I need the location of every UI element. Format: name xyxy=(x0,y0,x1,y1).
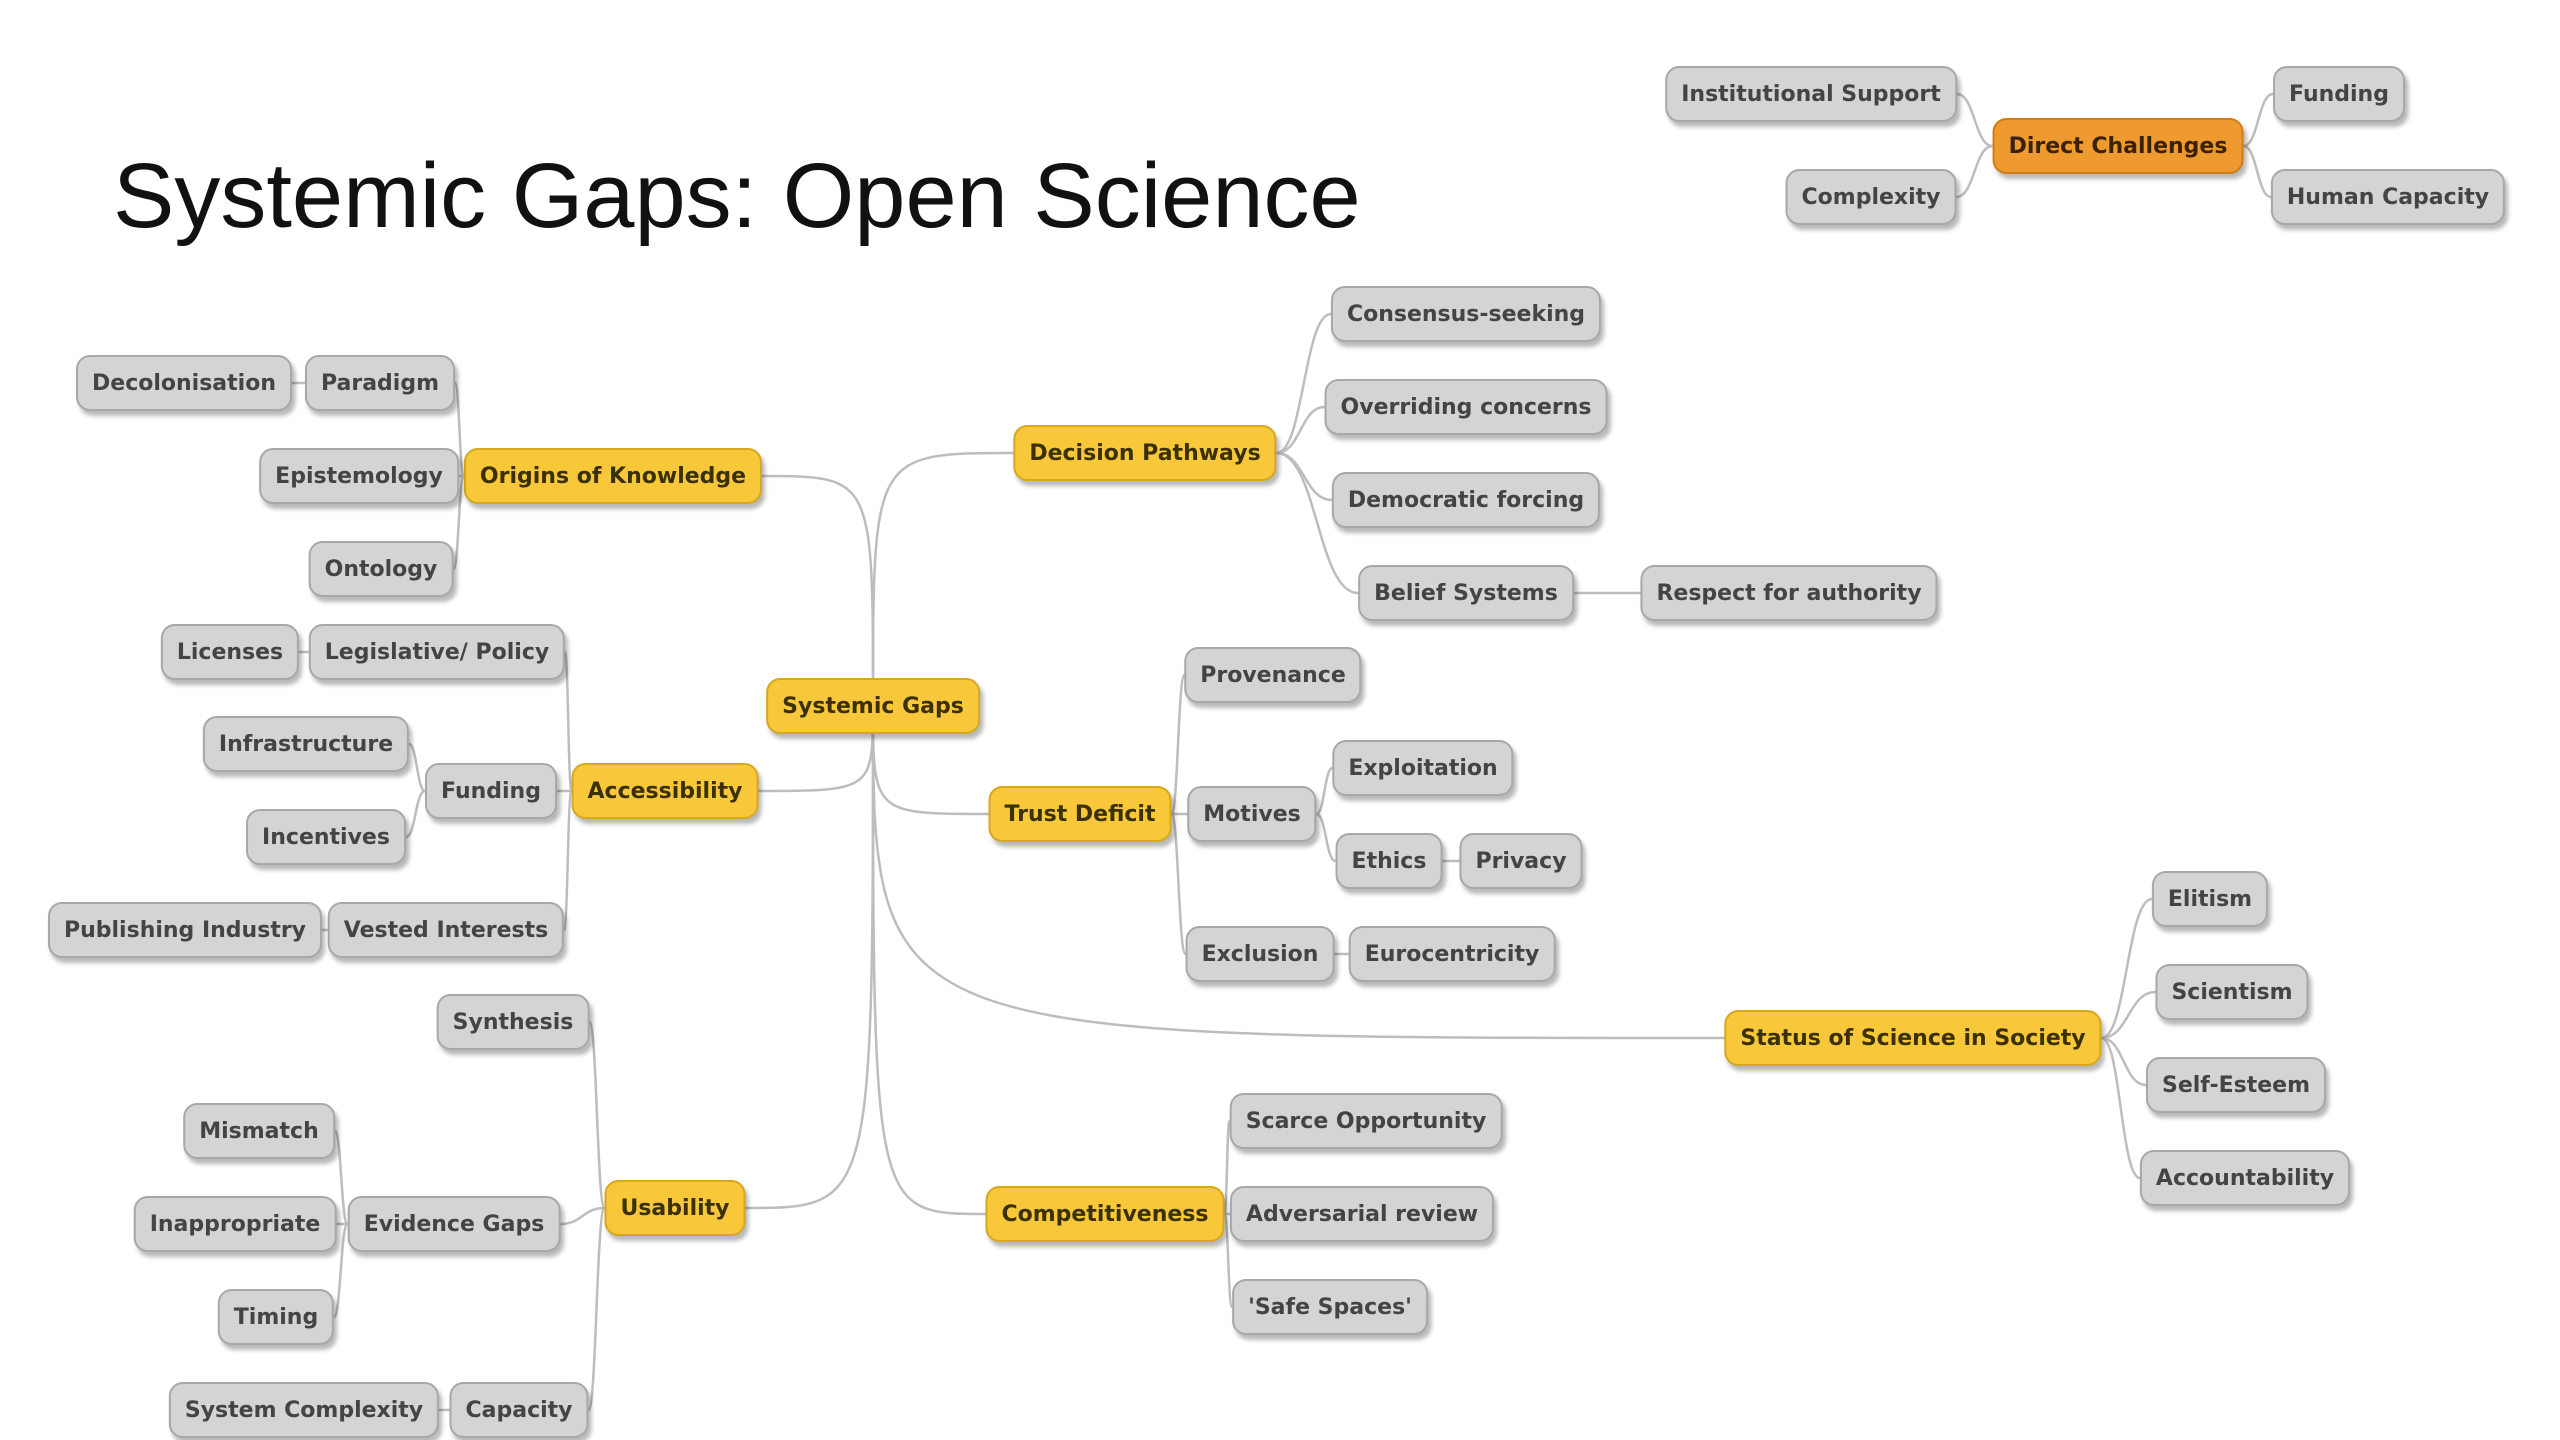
connector-line-15 xyxy=(563,650,573,793)
safe-spaces-node[interactable]: 'Safe Spaces' xyxy=(1232,1279,1428,1335)
exclusion-node[interactable]: Exclusion xyxy=(1185,926,1335,982)
complexity-node[interactable]: Complexity xyxy=(1785,169,1957,225)
connector-line-45 xyxy=(2101,990,2156,1040)
institutional-support-node[interactable]: Institutional Support xyxy=(1665,66,1957,122)
connector-line-6 xyxy=(745,703,875,1210)
overriding-concerns-node[interactable]: Overriding concerns xyxy=(1324,379,1608,435)
connector-line-2 xyxy=(2243,92,2274,148)
human-capacity-node[interactable]: Human Capacity xyxy=(2270,169,2506,225)
connector-line-26 xyxy=(332,1222,349,1319)
consensus-seeking-node[interactable]: Consensus-seeking xyxy=(1330,286,1602,342)
connector-line-27 xyxy=(587,1206,606,1412)
branch-accessibility[interactable]: Accessibility xyxy=(571,763,759,819)
connector-line-23 xyxy=(560,1206,605,1226)
motives-node[interactable]: Motives xyxy=(1187,786,1317,842)
connector-line-39 xyxy=(1170,812,1187,956)
connector-line-11 xyxy=(453,381,466,478)
connector-line-10 xyxy=(871,703,1725,1040)
eurocentricity-node[interactable]: Eurocentricity xyxy=(1348,926,1556,982)
elitism-node[interactable]: Elitism xyxy=(2151,871,2269,927)
inappropriate-node[interactable]: Inappropriate xyxy=(133,1196,337,1252)
democratic-forcing-node[interactable]: Democratic forcing xyxy=(1331,472,1601,528)
connector-line-1 xyxy=(1956,144,1993,199)
connector-line-30 xyxy=(1276,405,1325,455)
connector-line-29 xyxy=(1276,312,1332,455)
branch-origins-of-knowledge[interactable]: Origins of Knowledge xyxy=(463,448,763,504)
branch-status-of-science-in-society[interactable]: Status of Science in Society xyxy=(1724,1010,2102,1066)
connector-line-41 xyxy=(1223,1119,1231,1216)
connector-line-43 xyxy=(1223,1212,1234,1309)
connector-line-0 xyxy=(1956,92,1993,148)
connector-line-18 xyxy=(407,742,427,793)
connector-line-34 xyxy=(1170,673,1186,816)
connector-line-9 xyxy=(871,703,986,1216)
connector-line-31 xyxy=(1276,451,1333,502)
provenance-node[interactable]: Provenance xyxy=(1184,647,1362,703)
evidence-gaps-node[interactable]: Evidence Gaps xyxy=(347,1196,561,1252)
synthesis-node[interactable]: Synthesis xyxy=(436,994,590,1050)
branch-decision-pathways[interactable]: Decision Pathways xyxy=(1013,425,1277,481)
incentives-node[interactable]: Incentives xyxy=(246,809,406,865)
adversarial-review-node[interactable]: Adversarial review xyxy=(1229,1186,1495,1242)
vested-interests-node[interactable]: Vested Interests xyxy=(327,902,565,958)
paradigm-node[interactable]: Paradigm xyxy=(304,355,456,411)
belief-systems-node[interactable]: Belief Systems xyxy=(1358,565,1574,621)
connector-line-22 xyxy=(588,1020,606,1210)
publishing-industry-node[interactable]: Publishing Industry xyxy=(47,902,323,958)
system-complexity-node[interactable]: System Complexity xyxy=(168,1382,440,1438)
connector-line-44 xyxy=(2101,897,2153,1040)
connector-line-14 xyxy=(452,474,466,571)
branch-competitiveness[interactable]: Competitiveness xyxy=(985,1186,1225,1242)
connector-line-36 xyxy=(1315,766,1334,816)
branch-trust-deficit[interactable]: Trust Deficit xyxy=(988,786,1172,842)
capacity-node[interactable]: Capacity xyxy=(449,1382,589,1438)
privacy-node[interactable]: Privacy xyxy=(1459,833,1583,889)
connector-line-4 xyxy=(761,474,875,705)
connector-line-46 xyxy=(2101,1036,2147,1087)
licenses-node[interactable]: Licenses xyxy=(160,624,300,680)
timing-node[interactable]: Timing xyxy=(217,1289,335,1345)
scientism-node[interactable]: Scientism xyxy=(2155,964,2309,1020)
connector-line-32 xyxy=(1276,451,1359,595)
root-node[interactable]: Systemic Gaps xyxy=(766,678,980,734)
connector-line-19 xyxy=(405,789,426,839)
decolonisation-node[interactable]: Decolonisation xyxy=(76,355,292,411)
infrastructure-node[interactable]: Infrastructure xyxy=(202,716,410,772)
connector-line-20 xyxy=(562,789,573,932)
exploitation-node[interactable]: Exploitation xyxy=(1332,740,1514,796)
ontology-node[interactable]: Ontology xyxy=(308,541,454,597)
self-esteem-node[interactable]: Self-Esteem xyxy=(2145,1057,2327,1113)
legislative-policy-node[interactable]: Legislative/ Policy xyxy=(308,624,566,680)
mismatch-node[interactable]: Mismatch xyxy=(183,1103,335,1159)
respect-for-authority-node[interactable]: Respect for authority xyxy=(1640,565,1938,621)
connector-line-47 xyxy=(2100,1036,2141,1180)
accountability-node[interactable]: Accountability xyxy=(2139,1150,2351,1206)
connector-line-7 xyxy=(871,451,1014,705)
epistemology-node[interactable]: Epistemology xyxy=(259,448,459,504)
ethics-node[interactable]: Ethics xyxy=(1335,833,1443,889)
funding-node[interactable]: Funding xyxy=(2273,66,2405,122)
connector-line-37 xyxy=(1315,812,1337,863)
accessibility-funding-node[interactable]: Funding xyxy=(425,763,557,819)
page-title: Systemic Gaps: Open Science xyxy=(113,145,1361,247)
direct-challenges-node[interactable]: Direct Challenges xyxy=(1992,118,2244,174)
scarce-opportunity-node[interactable]: Scarce Opportunity xyxy=(1229,1093,1503,1149)
connector-line-3 xyxy=(2243,144,2272,199)
connector-line-24 xyxy=(333,1129,349,1226)
branch-usability[interactable]: Usability xyxy=(604,1180,746,1236)
